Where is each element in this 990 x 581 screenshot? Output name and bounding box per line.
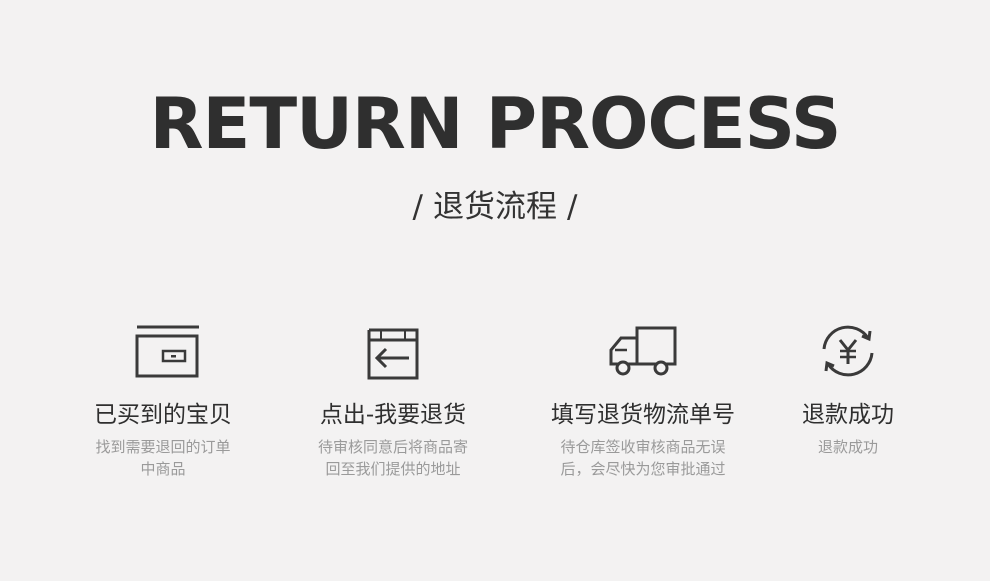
page-title: RETURN PROCESS <box>149 83 842 165</box>
truck-icon <box>609 326 677 376</box>
yuan-refund-icon <box>822 325 874 377</box>
subtitle-slash-left: / <box>412 189 423 225</box>
step-fill-tracking: 填写退货物流单号 待仓库签收审核商品无误 后，会尽快为您审批通过 <box>528 318 758 480</box>
step-bought-item: 已买到的宝贝 找到需要退回的订单 中商品 <box>48 318 278 480</box>
step-description: 待仓库签收审核商品无误 后，会尽快为您审批通过 <box>548 436 738 480</box>
step-description-line: 待审核同意后将商品寄 <box>317 438 468 456</box>
subtitle-slash-right: / <box>567 189 578 225</box>
step-description-line: 找到需要退回的订单 <box>95 438 231 456</box>
step-label: 退款成功 <box>802 402 894 428</box>
step-description: 找到需要退回的订单 中商品 <box>68 436 258 480</box>
step-description: 退款成功 <box>753 436 943 458</box>
step-label: 已买到的宝贝 <box>94 402 232 428</box>
step-description-line: 回至我们提供的地址 <box>325 460 461 478</box>
box-arrow-icon <box>367 328 419 380</box>
step-refund-success: 退款成功 退款成功 <box>733 318 963 458</box>
page-subtitle: / 退货流程 / <box>0 185 990 229</box>
step-description-line: 待仓库签收审核商品无误 <box>560 438 726 456</box>
step-label: 点出-我要退货 <box>319 402 467 428</box>
step-description-line: 后，会尽快为您审批通过 <box>560 460 726 478</box>
wallet-icon <box>135 325 199 378</box>
subtitle-text: 退货流程 <box>433 189 557 225</box>
step-label: 填写退货物流单号 <box>551 402 735 428</box>
step-description-line: 退款成功 <box>817 438 878 456</box>
step-description-line: 中商品 <box>140 460 186 478</box>
step-request-return: 点出-我要退货 待审核同意后将商品寄 回至我们提供的地址 <box>278 318 508 480</box>
step-description: 待审核同意后将商品寄 回至我们提供的地址 <box>298 436 488 480</box>
